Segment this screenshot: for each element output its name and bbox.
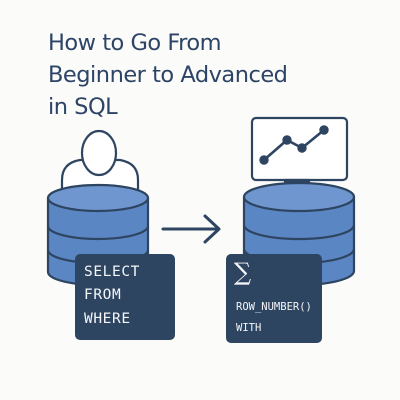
monitor-line-chart-icon [250, 116, 349, 191]
page-title: How to Go From Beginner to Advanced in S… [48, 27, 378, 123]
title-line-3: in SQL [48, 94, 118, 120]
arrow-right-icon [161, 214, 221, 244]
code-keyword-from: FROM [84, 287, 122, 303]
advanced-code-box: ∑ ROW_NUMBER() WITH [226, 254, 322, 343]
sigma-icon: ∑ [234, 258, 252, 286]
title-line-2: Beginner to Advanced [48, 62, 288, 88]
code-function-row-number: ROW_NUMBER() [236, 301, 312, 313]
code-keyword-with: WITH [236, 322, 262, 334]
beginner-code-box: SELECT FROM WHERE [75, 254, 175, 340]
title-line-1: How to Go From [48, 30, 222, 56]
code-keyword-where: WHERE [84, 311, 131, 327]
code-keyword-select: SELECT [84, 264, 140, 280]
